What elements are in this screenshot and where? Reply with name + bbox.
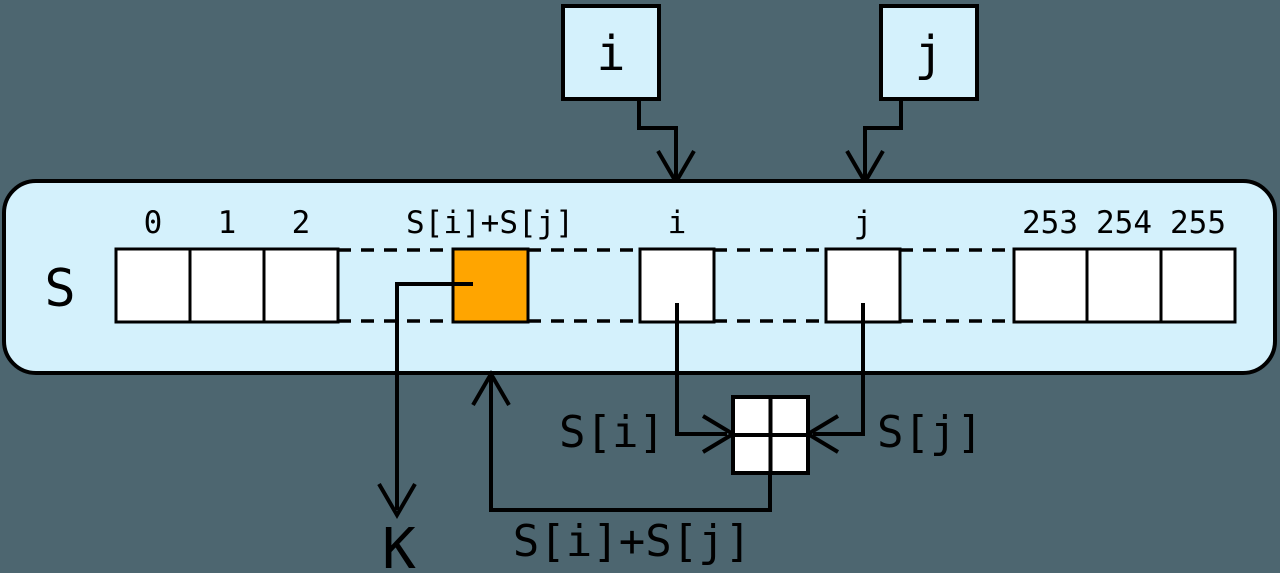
cell-index-253: 253	[1022, 205, 1078, 241]
cell-index-254: 254	[1096, 205, 1152, 241]
register-j-box	[879, 4, 979, 101]
cell-index-i: i	[668, 205, 687, 241]
s-array-label: S	[44, 259, 75, 319]
cell-index-sum: S[i]+S[j]	[406, 205, 574, 241]
cell-1	[188, 247, 266, 324]
cell-index-255: 255	[1170, 205, 1226, 241]
cell-253	[1012, 247, 1089, 324]
sum-result-label: S[i]+S[j]	[513, 516, 751, 567]
sum-feedback-arrowhead-icon	[471, 370, 511, 407]
pointer-j-wire	[863, 99, 903, 178]
register-i-label: i	[597, 26, 626, 82]
operand-si-wire	[675, 303, 727, 436]
output-k-wire	[395, 282, 473, 510]
cell-index-0: 0	[144, 205, 163, 241]
pointer-i-wire	[637, 99, 678, 178]
cell-index-2: 2	[292, 205, 311, 241]
register-j-label: j	[915, 26, 944, 82]
operand-sj-wire	[813, 303, 865, 436]
cell-index-j: j	[854, 205, 873, 241]
operand-sj-label: S[j]	[877, 407, 983, 458]
output-k-label: K	[382, 517, 416, 573]
sum-feedback-wire	[489, 378, 772, 512]
output-k-arrowhead-icon	[377, 482, 417, 519]
register-i-box	[561, 4, 661, 101]
cell-255	[1159, 247, 1237, 324]
cell-254	[1085, 247, 1163, 324]
cell-0	[114, 247, 192, 324]
cell-index-1: 1	[218, 205, 237, 241]
operand-si-label: S[i]	[559, 407, 665, 458]
cell-2	[262, 247, 340, 324]
